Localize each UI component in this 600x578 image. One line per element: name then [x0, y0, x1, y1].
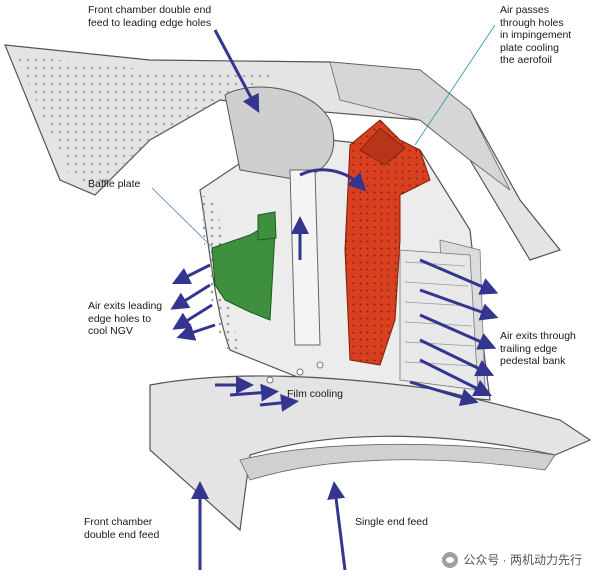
leading-edge-exit-arrow-2 — [170, 283, 211, 310]
label-air-exits-leading: Air exits leading edge holes to cool NGV — [88, 300, 163, 337]
label-single-end-feed: Single end feed — [355, 516, 428, 528]
trailing-exit-arrow-4 — [419, 338, 495, 377]
label-baffle-plate: Baffle plate — [88, 178, 141, 190]
label-air-passes: Air passes through holes in impingement … — [500, 4, 572, 66]
label-front-chamber-top: Front chamber double end feed to leading… — [88, 4, 212, 29]
top-feed-arrow — [213, 29, 260, 113]
trailing-exit-arrow-3 — [419, 313, 497, 350]
airflow-arrows — [170, 29, 499, 571]
film-cooling-arrow-3 — [259, 393, 299, 412]
trailing-exit-arrow-5 — [419, 358, 493, 397]
label-front-chamber-bottom: Front chamber double end feed — [84, 516, 160, 541]
inner-platform — [149, 361, 592, 532]
watermark: 公众号 · 两机动力先行 — [442, 551, 582, 568]
leader-lines — [151, 24, 496, 251]
trailing-exit-arrow-6 — [409, 380, 479, 407]
watermark-text: 公众号 · 两机动力先行 — [463, 553, 582, 567]
outer-platform — [4, 44, 562, 261]
inner-swirl-arrow — [299, 168, 367, 192]
leading-edge-exit-arrow-3 — [172, 303, 213, 330]
film-cooling-arrow-2 — [229, 383, 279, 402]
leading-edge-exit-arrow-1 — [171, 263, 211, 285]
label-air-exits-trailing: Air exits through trailing edge pedestal… — [500, 330, 576, 367]
bottom-right-feed-arrow — [327, 481, 347, 571]
baffle-plate — [211, 211, 277, 321]
wechat-icon — [442, 551, 459, 568]
label-film-cooling: Film cooling — [287, 388, 344, 400]
trailing-exit-arrow-2 — [419, 288, 499, 321]
trailing-exit-arrow-1 — [419, 258, 499, 295]
leading-edge-exit-arrow-4 — [176, 323, 216, 341]
